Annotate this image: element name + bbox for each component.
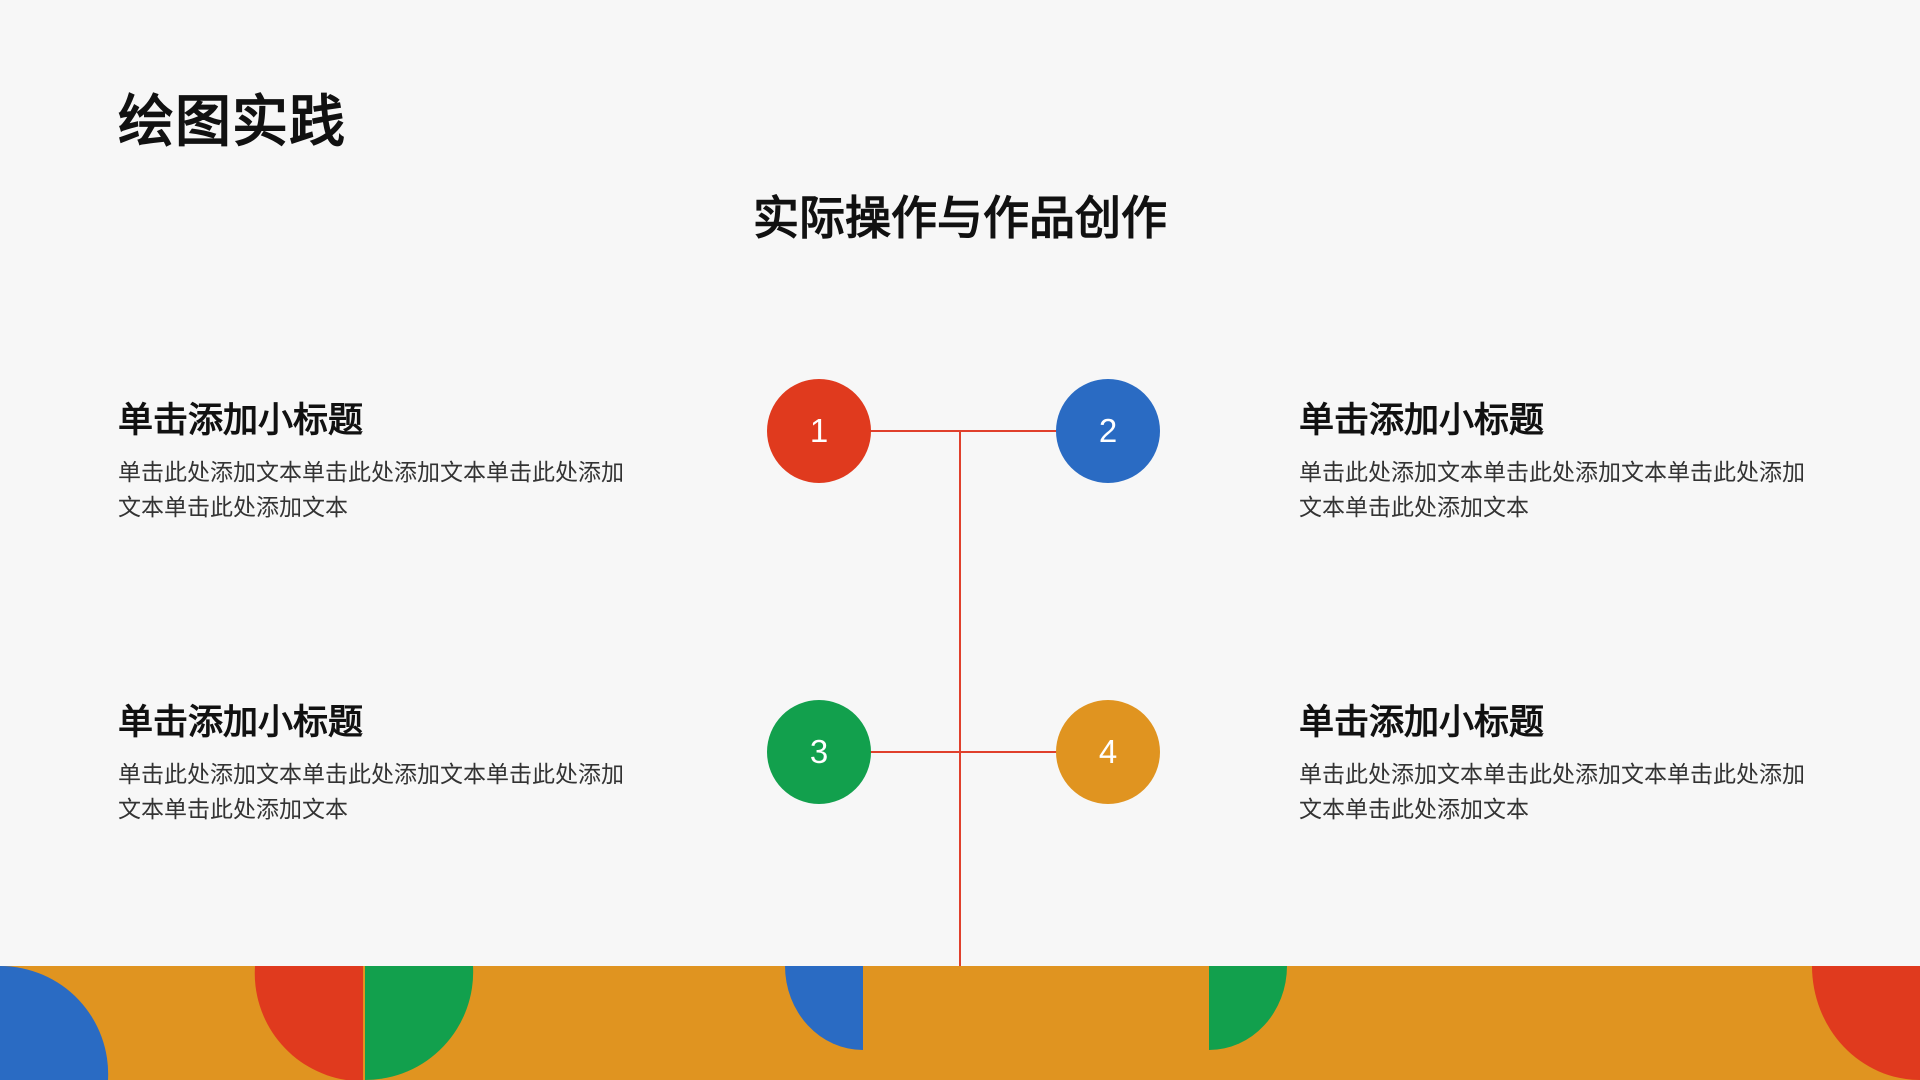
item-body[interactable]: 单击此处添加文本单击此处添加文本单击此处添加文本单击此处添加文本 [118,460,624,521]
step-node-3: 3 [767,700,871,804]
footer-red-half-shape [254,966,363,1080]
item-block-3: 单击添加小标题 单击此处添加文本单击此处添加文本单击此处添加文本单击此处添加文本 [118,700,628,828]
step-node-1: 1 [767,379,871,483]
item-block-4: 单击添加小标题 单击此处添加文本单击此处添加文本单击此处添加文本单击此处添加文本 [1299,700,1809,828]
item-heading[interactable]: 单击添加小标题 [1299,401,1545,441]
step-node-4: 4 [1056,700,1160,804]
item-heading[interactable]: 单击添加小标题 [118,703,364,743]
page-title: 绘图实践 [118,90,346,155]
page-subtitle: 实际操作与作品创作 [753,191,1167,245]
step-node-2: 2 [1056,379,1160,483]
decorative-footer-band [0,966,1920,1080]
item-heading[interactable]: 单击添加小标题 [1299,703,1545,743]
item-block-2: 单击添加小标题 单击此处添加文本单击此处添加文本单击此处添加文本单击此处添加文本 [1299,398,1809,526]
item-body[interactable]: 单击此处添加文本单击此处添加文本单击此处添加文本单击此处添加文本 [1299,460,1805,521]
item-body[interactable]: 单击此处添加文本单击此处添加文本单击此处添加文本单击此处添加文本 [118,762,624,823]
footer-red-quarter-shape [1812,966,1920,1080]
item-block-1: 单击添加小标题 单击此处添加文本单击此处添加文本单击此处添加文本单击此处添加文本 [118,398,628,526]
footer-green-half-shape [365,966,474,1080]
footer-blue-quarter-shape [0,966,109,1080]
footer-blue-small-shape [785,966,863,1050]
item-body[interactable]: 单击此处添加文本单击此处添加文本单击此处添加文本单击此处添加文本 [1299,762,1805,823]
item-heading[interactable]: 单击添加小标题 [118,401,364,441]
footer-green-small-shape [1209,966,1287,1050]
